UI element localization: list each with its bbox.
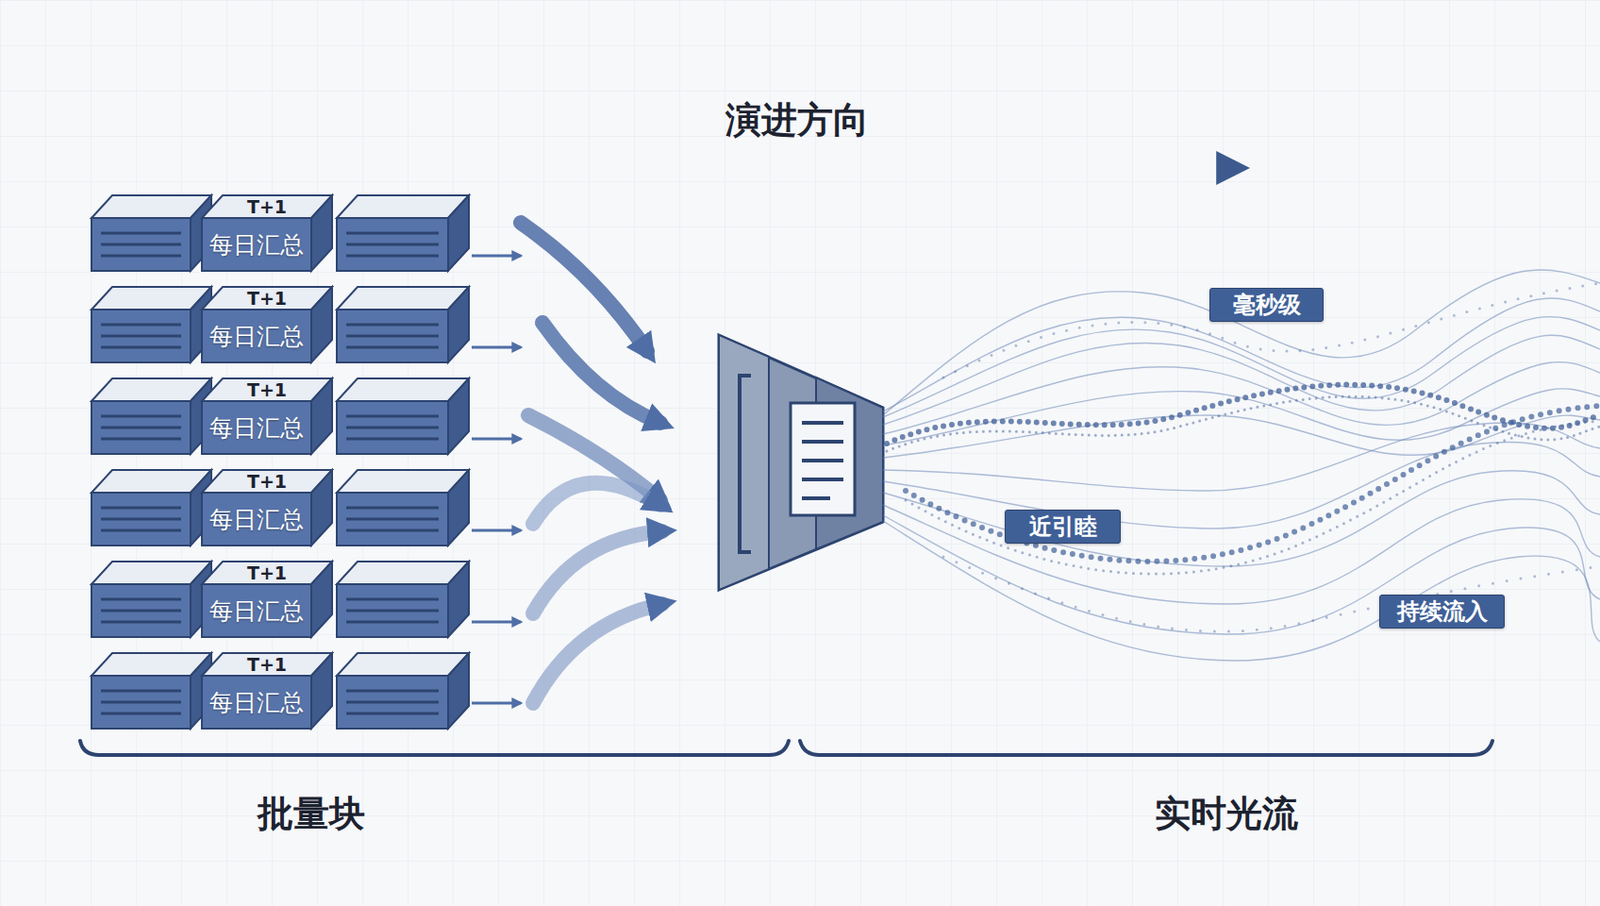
tag-text: 持续流入 [1397, 596, 1488, 627]
evolution-arrow [273, 162, 1227, 174]
block-heading: T+1 [212, 469, 322, 493]
tag-text: 近引睦 [1029, 511, 1098, 542]
batch-block: T+1每日汇总 [201, 561, 333, 637]
range-bracket [80, 740, 1493, 755]
merge-arrows [520, 222, 663, 703]
block-heading: T+1 [212, 195, 322, 218]
block-side-face [311, 195, 333, 271]
batch-block: T+1每日汇总 [201, 286, 333, 363]
block-top-face [201, 469, 333, 493]
block-heading: T+1 [212, 286, 322, 310]
block-front-face [201, 309, 312, 363]
stream-lines [883, 269, 1600, 661]
particle-stream [886, 283, 1600, 632]
section-label: 批量块 [257, 789, 366, 838]
block-heading: T+1 [212, 378, 322, 401]
block-side-face [311, 469, 333, 546]
funnel [718, 334, 884, 590]
block-front-face [201, 400, 312, 454]
diagram-title: 演进方向 [725, 96, 869, 145]
block-side-face [311, 378, 333, 454]
stream-tag: 近引睦 [1004, 509, 1121, 544]
batch-block: T+1每日汇总 [201, 195, 333, 271]
block-side-face [311, 561, 333, 637]
block-top-face [201, 652, 333, 676]
block-label: 每日汇总 [201, 492, 312, 546]
block-front-face [201, 217, 312, 271]
block-heading: T+1 [212, 561, 322, 584]
output-arrows [471, 255, 521, 703]
block-side-face [311, 652, 333, 729]
block-front-face [201, 675, 312, 729]
block-label: 每日汇总 [201, 583, 312, 637]
block-label: 每日汇总 [201, 675, 312, 729]
block-top-face [201, 378, 333, 401]
section-label: 实时光流 [1154, 789, 1299, 838]
batch-blocks [91, 195, 469, 729]
batch-block: T+1每日汇总 [201, 378, 333, 454]
block-front-face [201, 583, 312, 637]
block-label: 每日汇总 [201, 217, 312, 271]
batch-block: T+1每日汇总 [201, 652, 333, 729]
stream-tag: 持续流入 [1379, 594, 1505, 629]
block-top-face [201, 286, 333, 310]
stream-tag: 毫秒级 [1209, 287, 1324, 322]
batch-block: T+1每日汇总 [201, 469, 333, 546]
block-top-face [201, 561, 333, 584]
block-side-face [311, 286, 333, 363]
block-label: 每日汇总 [201, 400, 312, 454]
block-top-face [201, 195, 333, 218]
tag-text: 毫秒级 [1233, 289, 1301, 320]
block-front-face [201, 492, 312, 546]
block-heading: T+1 [212, 652, 322, 676]
block-label: 每日汇总 [201, 309, 312, 363]
